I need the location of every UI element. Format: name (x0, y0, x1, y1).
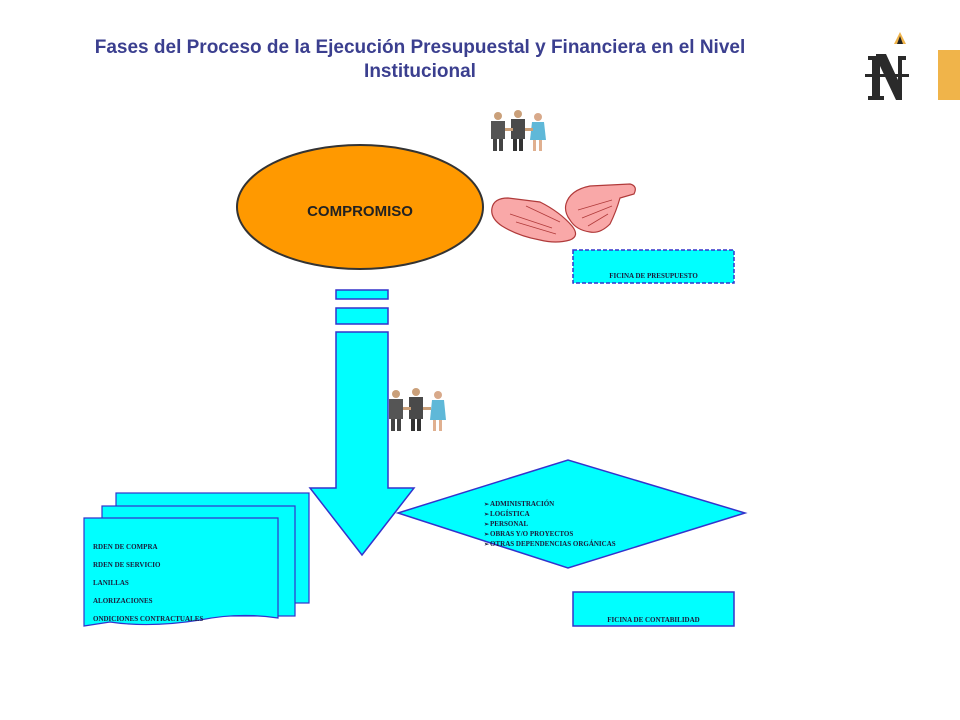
people-handshake-icon-2 (389, 388, 446, 431)
office-presupuesto-label: FICINA DE PRESUPUESTO (609, 272, 698, 280)
document-item: ALORIZACIONES (93, 597, 153, 605)
page-title: Fases del Proceso de la Ejecución Presup… (60, 36, 780, 84)
departments-list: ADMINISTRACIÓN LOGÍSTICA PERSONAL OBRAS … (484, 500, 616, 550)
department-item: LOGÍSTICA (484, 510, 616, 520)
documents-list: RDEN DE COMPRA RDEN DE SERVICIO LANILLAS… (93, 538, 203, 628)
compromiso-label: COMPROMISO (307, 203, 413, 220)
document-item: RDEN DE COMPRA (93, 543, 158, 551)
down-arrow (308, 331, 416, 557)
department-item: PERSONAL (484, 520, 616, 530)
documents-stack (83, 492, 310, 627)
department-item: OTRAS DEPENDENCIAS ORGÁNICAS (484, 540, 616, 550)
office-contabilidad-label: FICINA DE CONTABILIDAD (607, 616, 700, 624)
connector-bar-1 (335, 289, 389, 300)
department-item: OBRAS Y/O PROYECTOS (484, 530, 616, 540)
connector-bar-2 (335, 307, 389, 325)
office-presupuesto-box (572, 249, 735, 284)
compromiso-ellipse (236, 144, 484, 270)
document-item: LANILLAS (93, 579, 129, 587)
people-handshake-icon (491, 110, 546, 151)
open-hands-icon (491, 183, 636, 243)
logo-accent-bar (938, 50, 960, 100)
title-line-2: Institucional (364, 61, 476, 82)
title-line-1: Fases del Proceso de la Ejecución Presup… (94, 37, 746, 58)
document-item: RDEN DE SERVICIO (93, 561, 161, 569)
logo-n-icon (865, 32, 909, 100)
document-item: ONDICIONES CONTRACTUALES (93, 615, 204, 623)
department-item: ADMINISTRACIÓN (484, 500, 616, 510)
office-contabilidad-box (572, 591, 735, 627)
